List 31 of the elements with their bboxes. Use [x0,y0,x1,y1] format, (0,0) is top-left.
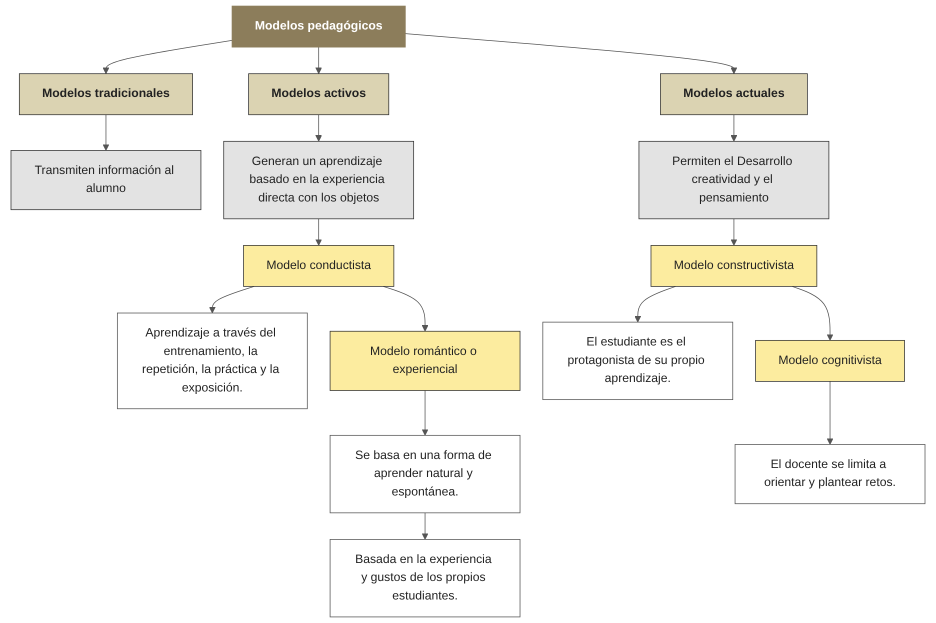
node-box: Transmiten información al alumno [10,150,202,210]
node-box: Generan un aprendizaje basado en la experiencia directa con los objetos [223,140,414,220]
arrow [730,218,738,246]
arrow [422,390,428,436]
arrow [102,114,110,151]
node-box: Basada en la experiencia y gustos de los propios estudiantes. [330,539,520,618]
node-box: Se basa en una forma de aprender natural y espontánea. [330,434,520,514]
arrow [792,286,834,341]
node-box: Modelo cognitivista [755,340,905,382]
arrow [208,286,255,314]
arrow [315,218,322,246]
node-box: Permiten el Desarrollo creatividad y el pensamiento [638,140,830,220]
node-box: Modelo conductista [243,245,394,287]
node-box: Modelos activos [248,73,390,116]
node-box: El estudiante es el protagonista de su propio aprendizaje. [542,322,734,400]
arrow [315,46,322,74]
arrow [634,286,676,322]
node-box: Modelos tradicionales [18,73,193,116]
node-box: Aprendizaje a través del entrenamiento, la repetición, la práctica y la exposición. [116,312,308,410]
node-box: Modelo constructivista [650,245,818,287]
node-box: El docente se limita a orientar y plantear retos. [734,444,926,504]
node-box: Modelos pedagógicos [232,6,406,48]
arrow [315,114,322,142]
node-box: Modelo romántico o experiencial [330,330,520,391]
arrow [730,114,738,142]
arrow [404,33,738,74]
arrow [382,286,428,332]
node-box: Modelos actuales [660,73,808,116]
arrow [422,512,428,540]
arrow [826,381,834,445]
arrow [102,40,232,74]
